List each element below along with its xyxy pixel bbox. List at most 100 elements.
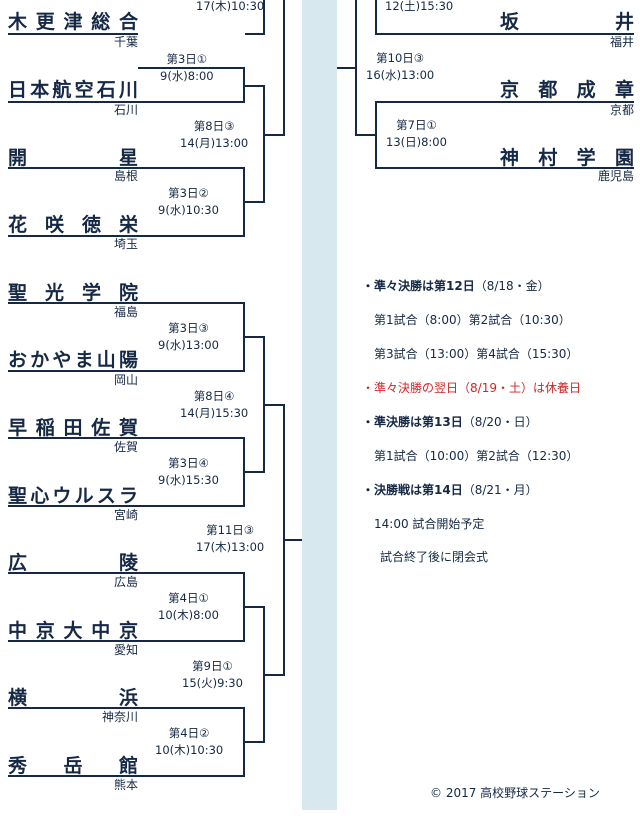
team-name: おかやま山陽 <box>8 349 138 371</box>
match-day: 第3日④ <box>168 456 209 470</box>
bracket-line <box>8 707 138 709</box>
bracket-line <box>243 707 245 777</box>
team-name: 坂井 <box>500 11 634 33</box>
match-day: 第7日① <box>396 118 437 132</box>
match-label: 第8日④ 14(月)15:30 <box>180 388 248 422</box>
match-day: 第11日③ <box>206 523 255 537</box>
team-name: 日本航空石川 <box>8 79 138 101</box>
match-time: 14(月)15:30 <box>180 406 249 420</box>
bracket-line <box>375 0 377 35</box>
match-day: 第4日② <box>168 726 210 740</box>
match-time: 9(水)10:30 <box>158 203 219 217</box>
bracket-line <box>243 302 245 372</box>
match-time: 13(日)8:00 <box>386 135 447 149</box>
bullet: ・ <box>362 279 375 293</box>
note-date: （8/21・月） <box>462 483 538 497</box>
note-line: 試合終了後に閉会式 <box>380 550 489 564</box>
bracket-line <box>263 0 265 35</box>
note-quarterfinal-heading: ・準々決勝は第12日（8/18・金） <box>362 277 550 295</box>
team-prefecture: 佐賀 <box>113 440 138 454</box>
bracket-line <box>138 67 243 69</box>
team-name: 広陵 <box>8 552 138 574</box>
match-label: 17(木)10:30 <box>196 0 264 15</box>
bracket-line <box>355 134 375 136</box>
bracket-line <box>245 471 263 473</box>
bracket-line <box>8 302 138 304</box>
bracket-line <box>8 775 138 777</box>
bracket-line <box>138 505 243 507</box>
match-label: 第3日① 9(水)8:00 <box>160 51 214 85</box>
team-prefecture: 愛知 <box>113 643 138 657</box>
team-prefecture: 広島 <box>113 575 138 589</box>
team-prefecture: 福島 <box>113 305 138 319</box>
team-name: 木更津総合 <box>8 11 138 33</box>
note-text: 準々決勝は第12日 <box>374 279 475 293</box>
bracket-line <box>375 33 500 35</box>
match-time: 14(月)13:00 <box>180 136 249 150</box>
note-line: 第3試合（13:00）第4試合（15:30） <box>374 347 579 361</box>
note-text: 準々決勝の翌日（8/19・土）は休養日 <box>374 381 581 395</box>
bracket-line <box>265 404 283 406</box>
team-prefecture: 熊本 <box>113 778 138 792</box>
bracket-line <box>337 67 355 69</box>
team-prefecture: 岡山 <box>113 373 138 387</box>
bracket-line <box>138 572 243 574</box>
bracket-line <box>8 167 138 169</box>
bracket-line <box>245 606 263 608</box>
team-name: 神村学園 <box>500 147 634 169</box>
note-semifinal-heading: ・準決勝は第13日（8/20・日） <box>362 413 538 431</box>
match-day: 第3日② <box>168 186 209 200</box>
note-line: 第1試合（10:00）第2試合（12:30） <box>374 449 579 463</box>
bracket-line <box>245 741 263 743</box>
note-text: 決勝戦は第14日 <box>374 483 463 497</box>
bracket-line <box>263 606 265 743</box>
bracket-line <box>375 167 500 169</box>
note-line: 第1試合（8:00）第2試合（10:30） <box>374 313 571 327</box>
match-time: 16(水)13:00 <box>366 68 435 82</box>
bracket-line <box>138 370 243 372</box>
match-label: 第9日① 15(火)9:30 <box>182 658 243 692</box>
bracket-line <box>285 539 302 541</box>
match-day: 第4日① <box>168 591 209 605</box>
bracket-line <box>243 437 245 507</box>
match-label: 12(土)15:30 <box>385 0 453 15</box>
bracket-line <box>8 437 138 439</box>
match-time: 12(土)15:30 <box>385 0 454 13</box>
match-label: 第8日③ 14(月)13:00 <box>180 118 248 152</box>
match-time: 15(火)9:30 <box>182 676 243 690</box>
bracket-line <box>8 235 138 237</box>
team-name: 花咲徳栄 <box>8 214 138 236</box>
bracket-line <box>138 640 243 642</box>
match-time: 9(水)15:30 <box>158 473 219 487</box>
match-time: 9(水)8:00 <box>160 69 214 83</box>
bracket-line <box>263 336 265 473</box>
bullet: ・ <box>362 483 375 497</box>
match-time: 17(木)13:00 <box>196 540 265 554</box>
bullet: ・ <box>362 415 375 429</box>
team-name: 秀岳館 <box>8 755 138 777</box>
team-prefecture: 千葉 <box>113 35 138 49</box>
match-day: 第8日④ <box>193 389 235 403</box>
bracket-line <box>138 775 243 777</box>
bracket-line <box>8 505 138 507</box>
center-divider-strip <box>302 0 337 810</box>
bracket-line <box>265 134 283 136</box>
note-line: 14:00 試合開始予定 <box>374 517 485 531</box>
bracket-line <box>243 67 245 103</box>
team-name: 横浜 <box>8 687 138 709</box>
team-prefecture: 石川 <box>113 103 138 117</box>
team-prefecture: 鹿児島 <box>597 169 634 183</box>
team-prefecture: 島根 <box>113 169 138 183</box>
team-name: 早稲田佐賀 <box>8 417 138 439</box>
match-label: 第10日③ 16(水)13:00 <box>366 50 434 84</box>
match-day: 第3日③ <box>168 321 209 335</box>
match-label: 第3日③ 9(水)13:00 <box>158 320 219 354</box>
note-date: （8/18・金） <box>474 279 550 293</box>
bracket-line <box>8 370 138 372</box>
team-name: 中京大中京 <box>8 620 138 642</box>
copyright: © 2017 高校野球ステーション <box>430 786 600 800</box>
team-name: 京都成章 <box>500 79 634 101</box>
bracket-line <box>138 707 243 709</box>
match-day: 第8日③ <box>193 119 235 133</box>
bracket-line <box>138 167 243 169</box>
